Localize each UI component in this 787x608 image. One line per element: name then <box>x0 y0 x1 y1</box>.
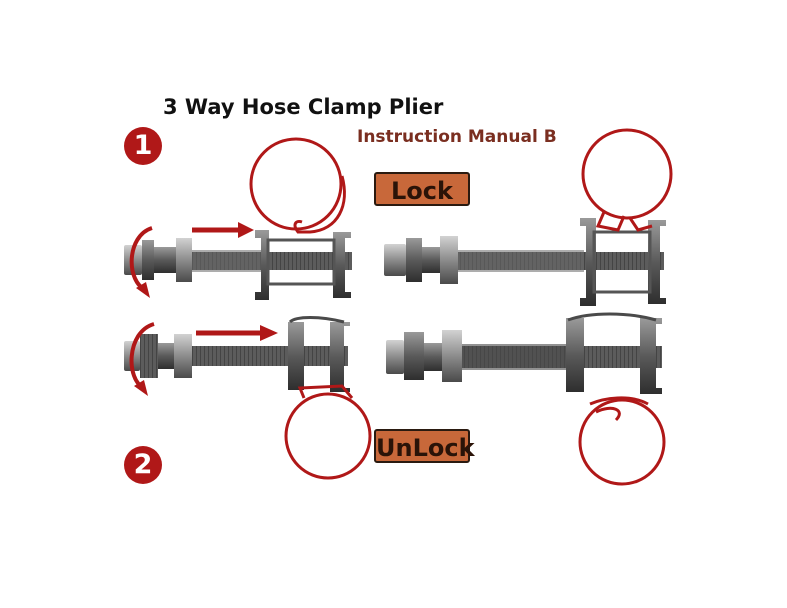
tool-sleeve <box>192 250 262 272</box>
tool-nut-block <box>174 334 192 378</box>
tool-knurled-nut <box>140 334 158 378</box>
tool-jaw-hook-top <box>288 316 345 324</box>
diagram-subtitle: Instruction Manual B <box>357 127 557 147</box>
tool-jaw-hook-top <box>567 312 657 322</box>
tool-jaw-right <box>640 318 662 394</box>
lock-label: Lock <box>374 172 470 206</box>
tool-end-cap <box>384 244 406 276</box>
tool-jaw-left <box>566 318 584 392</box>
tool-jaw-frame <box>592 230 652 294</box>
tool-nut-block <box>176 238 192 282</box>
tool-jaw-left <box>255 230 269 300</box>
hose-clamp-tab <box>589 396 649 422</box>
diagram-title: 3 Way Hose Clamp Plier <box>163 95 444 119</box>
tool-threaded-shaft <box>192 346 348 366</box>
tool-jaw-right <box>330 322 350 392</box>
hose-clamp-tab <box>595 211 653 232</box>
tool-top-left <box>124 137 352 300</box>
tool-bottom-left <box>124 316 372 480</box>
tool-jaw-right <box>333 232 351 298</box>
hose-clamp-tab <box>297 384 354 399</box>
step-badge-1: 1 <box>124 127 162 165</box>
step-badge-2: 2 <box>124 446 162 484</box>
hose-ring-icon <box>249 137 343 231</box>
tool-sleeve <box>458 250 584 272</box>
rotate-arrow-head <box>134 380 148 396</box>
tool-collar <box>422 247 440 273</box>
tool-knurled-nut <box>404 332 424 380</box>
hose-ring-icon <box>284 392 372 480</box>
tool-collar <box>424 343 442 371</box>
tool-jaw-left <box>288 322 304 390</box>
tool-knurled-nut <box>406 238 422 282</box>
tool-jaw-frame <box>266 238 336 286</box>
tool-nut-block <box>442 330 462 382</box>
tool-sleeve <box>462 344 566 370</box>
push-arrow-head <box>260 325 278 341</box>
hose-ring-icon <box>581 128 673 220</box>
hose-clamp-tab <box>293 175 346 234</box>
tool-knurled-nut <box>142 240 154 280</box>
tool-jaw-left <box>580 218 596 306</box>
unlock-label: UnLock <box>374 429 475 463</box>
tool-collar <box>154 247 176 273</box>
push-arrow-head <box>238 222 254 238</box>
tool-jaw-right <box>648 220 666 304</box>
tool-end-cap <box>386 340 404 374</box>
tool-top-right <box>384 128 673 306</box>
tool-nut-block <box>440 236 458 284</box>
rotate-arrow-head <box>136 282 150 298</box>
tool-collar <box>158 343 174 369</box>
hose-ring-icon <box>578 398 666 486</box>
tool-bottom-right <box>386 312 666 486</box>
